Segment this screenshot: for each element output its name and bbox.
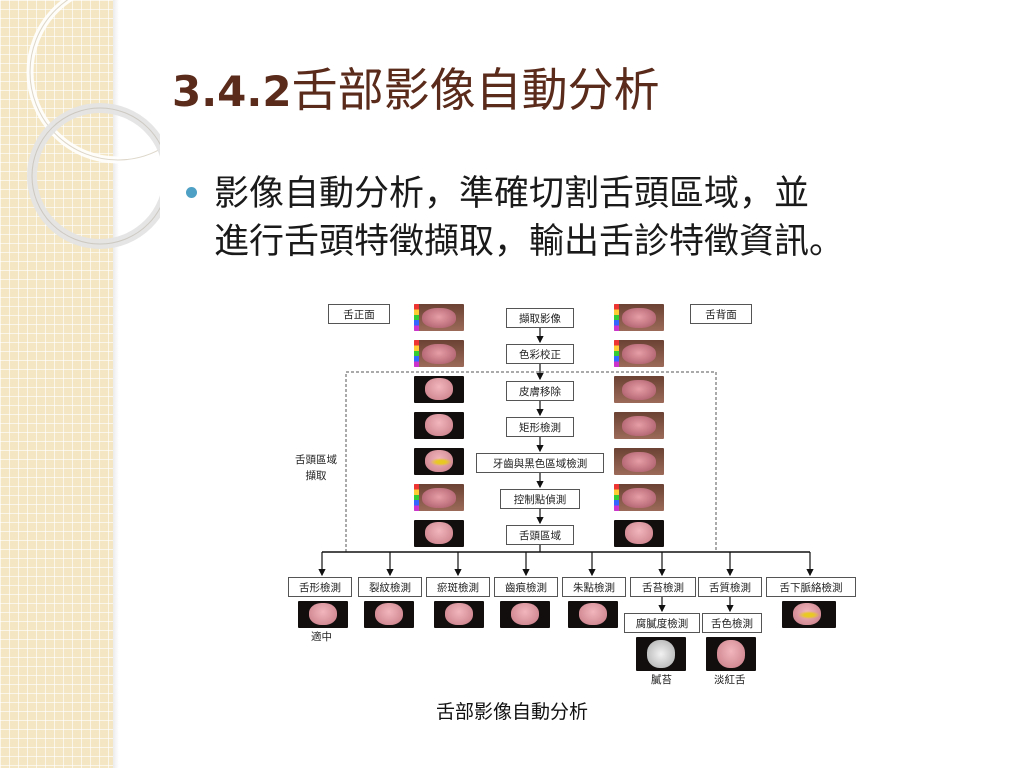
step-color-correction: 色彩校正	[506, 344, 574, 364]
front-view-label: 舌正面	[328, 304, 390, 324]
back-image-thumb-6	[614, 484, 664, 511]
back-image-thumb-4	[614, 412, 664, 439]
front-image-thumb-3	[414, 376, 464, 403]
shape-result-label: 適中	[311, 631, 332, 643]
sublingual-result-thumb	[782, 601, 836, 628]
back-image-thumb-2	[614, 340, 664, 367]
front-image-thumb-2	[414, 340, 464, 367]
title-number: 3.4.2	[172, 67, 292, 116]
back-image-thumb-3	[614, 376, 664, 403]
greasiness-result-thumb	[636, 637, 686, 671]
cracks-result-thumb	[364, 601, 414, 628]
color-result-label: 淡紅舌	[714, 674, 746, 686]
front-image-thumb-5	[414, 448, 464, 475]
detection-red-dots: 朱點檢測	[562, 577, 626, 597]
bullet-dot-icon	[186, 187, 197, 198]
detection-ecchymosis: 瘀斑檢測	[426, 577, 490, 597]
flowchart-connectors	[318, 328, 814, 613]
detection-tongue-color: 舌色檢測	[702, 613, 762, 633]
front-image-thumb-4	[414, 412, 464, 439]
bullet-line-2: 進行舌頭特徵擷取，輸出舌診特徵資訊。	[214, 222, 845, 262]
detection-sublingual-veins: 舌下脈絡檢測	[766, 577, 856, 597]
step-control-points: 控制點偵測	[500, 489, 580, 509]
region-extraction-label: 舌頭區域 擷取	[284, 452, 348, 484]
bullet-line-1: 影像自動分析，準確切割舌頭區域，並	[214, 174, 810, 214]
red-dots-result-thumb	[568, 601, 618, 628]
front-image-thumb-7	[414, 520, 464, 547]
step-teeth-dark-detection: 牙齒與黑色區域檢測	[476, 453, 604, 473]
back-image-thumb-1	[614, 304, 664, 331]
shape-result-thumb	[298, 601, 348, 628]
side-band-shadow	[113, 0, 119, 768]
coating-result-label: 膩苔	[651, 674, 672, 686]
detection-cracks: 裂紋檢測	[358, 577, 422, 597]
step-tongue-region: 舌頭區域	[506, 525, 574, 545]
step-capture-image: 擷取影像	[506, 308, 574, 328]
back-image-thumb-5	[614, 448, 664, 475]
detection-tongue-body: 舌質檢測	[698, 577, 762, 597]
tongue-color-result-thumb	[706, 637, 756, 671]
back-image-thumb-7	[614, 520, 664, 547]
back-view-label: 舌背面	[690, 304, 752, 324]
front-image-thumb-1	[414, 304, 464, 331]
detection-teeth-marks: 齒痕檢測	[494, 577, 558, 597]
ecchymosis-result-thumb	[434, 601, 484, 628]
analysis-flowchart: 舌正面 舌背面 擷取影像 色彩校正 皮膚移除 矩形檢測 牙齒與黑色區域檢測 控制…	[270, 296, 870, 688]
slide-title: 3.4.2舌部影像自動分析	[172, 60, 660, 122]
region-label-line2: 擷取	[305, 470, 327, 482]
detection-shape: 舌形檢測	[288, 577, 352, 597]
region-label-line1: 舌頭區域	[295, 454, 337, 466]
step-skin-removal: 皮膚移除	[506, 381, 574, 401]
decorative-circles-icon	[26, 0, 160, 249]
title-text: 舌部影像自動分析	[291, 63, 660, 117]
bullet-text: 影像自動分析，準確切割舌頭區域，並 進行舌頭特徵擷取，輸出舌診特徵資訊。	[214, 170, 1022, 266]
detection-coating: 舌苔檢測	[630, 577, 696, 597]
front-image-thumb-6	[414, 484, 464, 511]
figure-caption: 舌部影像自動分析	[435, 701, 588, 723]
detection-greasiness: 腐膩度檢測	[624, 613, 700, 633]
teeth-marks-result-thumb	[500, 601, 550, 628]
step-rectangle-detection: 矩形檢測	[506, 417, 574, 437]
